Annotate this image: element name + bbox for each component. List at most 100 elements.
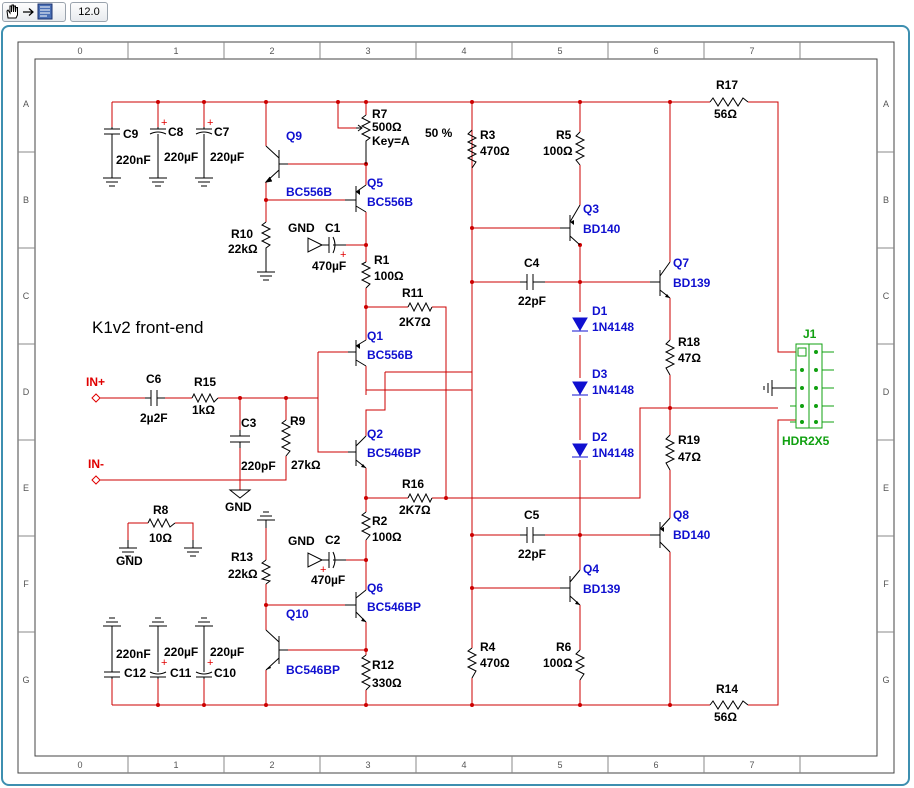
r13-value: 22kΩ bbox=[228, 567, 258, 581]
q6-ref: Q6 bbox=[367, 581, 383, 595]
c9-value: 220nF bbox=[116, 153, 151, 167]
grid-row-g: G bbox=[882, 675, 889, 685]
c8-ref: C8 bbox=[168, 125, 184, 139]
q5-ref: Q5 bbox=[367, 176, 383, 190]
grid-col-2: 2 bbox=[269, 760, 274, 770]
r1-value: 100Ω bbox=[374, 269, 404, 283]
gnd-triangle-c2 bbox=[307, 552, 324, 568]
r15-ref: R15 bbox=[194, 375, 216, 389]
r2-value: 100Ω bbox=[372, 530, 402, 544]
port-in-minus bbox=[91, 475, 101, 485]
j1-ref: J1 bbox=[803, 327, 817, 341]
r16-ref: R16 bbox=[402, 477, 424, 491]
q2-model: BC546BP bbox=[367, 446, 421, 460]
r19-value: 47Ω bbox=[678, 450, 701, 464]
r8-gnd-label: GND bbox=[116, 554, 143, 568]
svg-text:+: + bbox=[161, 117, 167, 129]
grid-col-7: 7 bbox=[749, 760, 754, 770]
r4-ref: R4 bbox=[480, 640, 496, 654]
r11-value: 2K7Ω bbox=[399, 315, 431, 329]
c8-value: 220µF bbox=[164, 150, 198, 164]
diode-d3 bbox=[572, 381, 588, 396]
grid-row-b: B bbox=[23, 195, 29, 205]
r13-ref: R13 bbox=[231, 550, 253, 564]
c2-ref: C2 bbox=[325, 533, 341, 547]
r18-value: 47Ω bbox=[678, 351, 701, 365]
q1-ref: Q1 bbox=[367, 329, 383, 343]
gnd-triangle-c3 bbox=[228, 489, 252, 499]
d3-model: 1N4148 bbox=[592, 383, 634, 397]
r8-value: 10Ω bbox=[149, 531, 172, 545]
components bbox=[104, 97, 796, 710]
q4-ref: Q4 bbox=[583, 562, 599, 576]
r8-ref: R8 bbox=[153, 503, 169, 517]
port-in-minus-label: IN- bbox=[88, 457, 104, 471]
grid-col-7: 7 bbox=[749, 46, 754, 56]
c2-value: 470µF bbox=[311, 573, 345, 587]
r14-ref: R14 bbox=[716, 682, 738, 696]
transistor-arrows bbox=[266, 190, 670, 670]
c5-ref: C5 bbox=[524, 508, 540, 522]
c12-ref: C12 bbox=[124, 666, 146, 680]
diodes bbox=[572, 317, 588, 458]
tool-button[interactable] bbox=[2, 2, 66, 22]
grid-col-4: 4 bbox=[461, 46, 466, 56]
grid-ticks bbox=[18, 42, 894, 773]
q3-ref: Q3 bbox=[583, 202, 599, 216]
r19-ref: R19 bbox=[678, 433, 700, 447]
arrow-right-icon bbox=[23, 8, 34, 16]
r9-ref: R9 bbox=[290, 414, 306, 428]
q6-model: BC546BP bbox=[367, 600, 421, 614]
polarity-marks: + + + + + + bbox=[161, 117, 346, 669]
zoom-value[interactable]: 12.0 bbox=[70, 2, 108, 22]
r7-key: Key=A bbox=[372, 134, 410, 148]
sheet-inner-border bbox=[34, 58, 878, 757]
r1-ref: R1 bbox=[374, 253, 390, 267]
triangle-grounds bbox=[228, 237, 324, 568]
r17-value: 56Ω bbox=[714, 107, 737, 121]
grid-col-1: 1 bbox=[173, 46, 178, 56]
c12-value: 220nF bbox=[116, 647, 151, 661]
grid-column-labels-bottom: 0 1 2 3 4 5 6 7 bbox=[77, 760, 754, 770]
q8-ref: Q8 bbox=[673, 508, 689, 522]
r7-percent: 50 % bbox=[425, 126, 453, 140]
r3-ref: R3 bbox=[480, 128, 496, 142]
c1-value: 470µF bbox=[312, 259, 346, 273]
sheet-border bbox=[17, 41, 895, 774]
c11-value: 220µF bbox=[164, 645, 198, 659]
r18-ref: R18 bbox=[678, 335, 700, 349]
r3-value: 470Ω bbox=[480, 144, 510, 158]
svg-text:+: + bbox=[207, 117, 213, 129]
d3-ref: D3 bbox=[592, 367, 608, 381]
schematic-frame bbox=[1, 25, 910, 786]
q10-ref: Q10 bbox=[286, 607, 309, 621]
svg-text:+: + bbox=[161, 657, 167, 669]
q2-ref: Q2 bbox=[367, 427, 383, 441]
document-icon bbox=[37, 3, 53, 20]
q10-model: BC546BP bbox=[286, 663, 340, 677]
r5-ref: R5 bbox=[556, 128, 572, 142]
c4-value: 22pF bbox=[518, 294, 546, 308]
c7-ref: C7 bbox=[214, 125, 230, 139]
svg-text:+: + bbox=[207, 657, 213, 669]
c3-value: 220pF bbox=[241, 459, 276, 473]
grid-row-d: D bbox=[883, 387, 890, 397]
junctions bbox=[156, 100, 672, 707]
r4-value: 470Ω bbox=[480, 656, 510, 670]
grid-column-labels-top: 0 1 2 3 4 5 6 7 bbox=[77, 46, 754, 56]
connector-j1[interactable] bbox=[790, 343, 834, 429]
grid-row-f: F bbox=[23, 579, 29, 589]
svg-text:+: + bbox=[320, 564, 326, 576]
diode-d2 bbox=[572, 443, 588, 458]
grid-row-b: B bbox=[883, 195, 889, 205]
r15-value: 1kΩ bbox=[192, 403, 215, 417]
grid-row-a: A bbox=[23, 99, 29, 109]
grid-col-3: 3 bbox=[365, 46, 370, 56]
r12-ref: R12 bbox=[372, 658, 394, 672]
transistor-diode-labels: Q9 BC556B Q5 BC556B Q1 BC556B Q2 BC546BP… bbox=[286, 129, 711, 677]
r12-value: 330Ω bbox=[372, 676, 402, 690]
svg-text:+: + bbox=[340, 249, 346, 261]
c9-ref: C9 bbox=[123, 127, 139, 141]
r10-ref: R10 bbox=[231, 227, 253, 241]
